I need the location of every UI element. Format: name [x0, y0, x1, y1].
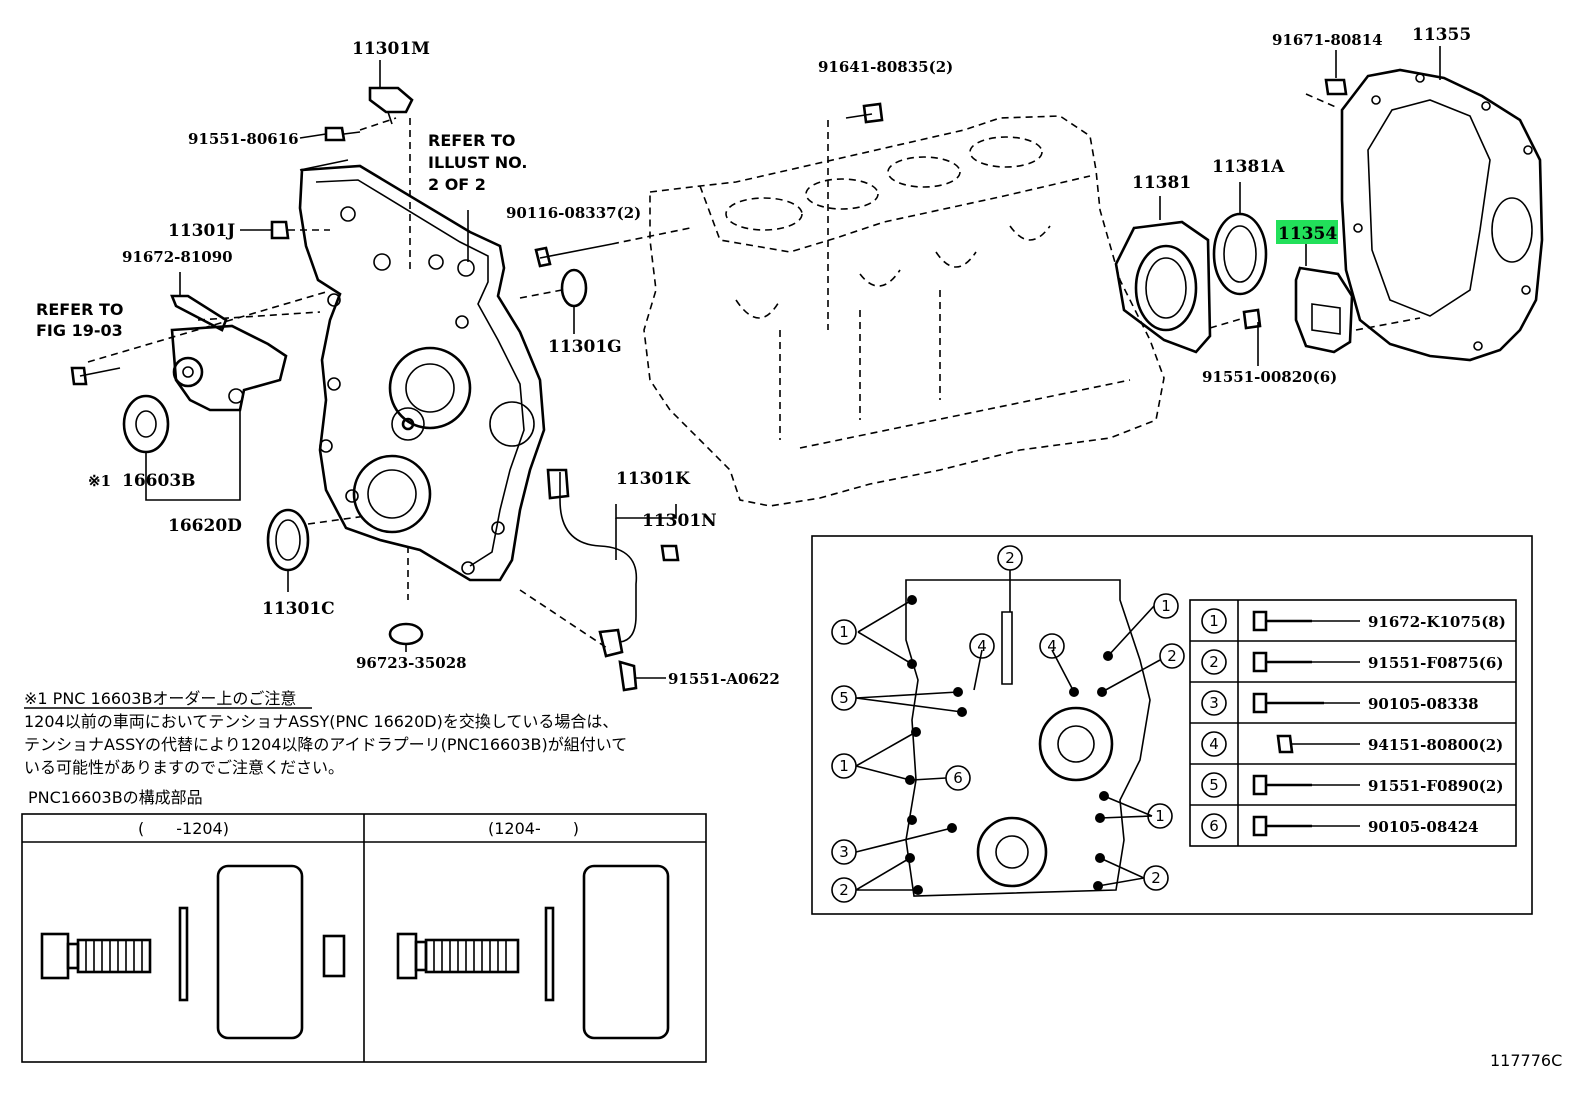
label-11301G[interactable]: 11301G [548, 337, 622, 357]
bolt-legend-row[interactable]: 1 91672-K1075(8) [1201, 608, 1506, 634]
svg-text:3: 3 [1209, 694, 1219, 712]
notice-line1: 1204以前の車両においてテンショナASSY(PNC 16620D)を交換してい… [24, 712, 618, 731]
new-bolt-icon [396, 932, 520, 980]
old-washer-icon [178, 906, 189, 1002]
svg-text:1: 1 [839, 757, 849, 775]
refer-fig-line2: FIG 19-03 [36, 321, 123, 340]
rear-oil-seal-retainer [1114, 182, 1421, 366]
bolt-part-6: 90105-08424 [1368, 818, 1479, 836]
part-labels: 11301M 91551-80616 REFER TO ILLUST NO. 2… [36, 25, 1562, 1070]
svg-text:1: 1 [1161, 597, 1171, 615]
svg-text:1: 1 [839, 623, 849, 641]
components-col2: (1204- ) [488, 819, 579, 838]
label-16620D[interactable]: 16620D [168, 516, 242, 536]
inset-callouts: 1 5 1 3 2 2 4 4 6 1 2 1 2 [831, 545, 1185, 903]
label-11301J[interactable]: 11301J [168, 221, 235, 241]
svg-text:5: 5 [839, 689, 849, 707]
bolt-legend-row[interactable]: 3 90105-08338 [1201, 690, 1479, 716]
svg-text:6: 6 [1209, 817, 1219, 835]
label-91551-A0622[interactable]: 91551-A0622 [668, 670, 780, 688]
svg-text:1: 1 [1209, 612, 1219, 630]
svg-text:2: 2 [1151, 869, 1161, 887]
bolt-legend-table: 1 91672-K1075(8) 2 91551-F0875(6) 3 9010… [1189, 599, 1517, 847]
components-subtitle: PNC16603Bの構成部品 [28, 788, 203, 807]
label-91551-00820[interactable]: 91551-00820(6) [1202, 368, 1337, 386]
timing-chain-cover [298, 159, 546, 600]
svg-text:6: 6 [953, 769, 963, 787]
bolt-legend-row[interactable]: 6 90105-08424 [1201, 813, 1479, 839]
refer-fig-line1: REFER TO [36, 300, 124, 319]
label-11301N[interactable]: 11301N [642, 511, 717, 531]
bolt-location-inset: 1 5 1 3 2 2 4 4 6 1 2 1 2 1 [811, 535, 1533, 915]
svg-text:4: 4 [1209, 735, 1219, 753]
stud-and-crank-sensor [519, 227, 691, 692]
svg-text:4: 4 [977, 637, 987, 655]
label-91551-80616[interactable]: 91551-80616 [188, 130, 299, 148]
svg-text:2: 2 [1167, 647, 1177, 665]
svg-text:1: 1 [1155, 807, 1165, 825]
highlight-11354 [1276, 220, 1338, 244]
bolt-part-2: 91551-F0875(6) [1368, 654, 1503, 672]
label-11381A[interactable]: 11381A [1212, 157, 1285, 177]
bolt-legend-row[interactable]: 5 91551-F0890(2) [1201, 772, 1503, 798]
bolt-part-3: 90105-08338 [1368, 695, 1479, 713]
new-washer-icon [544, 906, 555, 1002]
old-bolt-icon [40, 932, 152, 980]
bolt-part-4: 94151-80800(2) [1368, 736, 1503, 754]
new-pulley-icon [582, 864, 670, 1040]
tensioner-assembly [70, 220, 330, 501]
notice-title: ※1 PNC 16603Bオーダー上のご注意 [24, 689, 296, 708]
label-11355[interactable]: 11355 [1412, 25, 1471, 45]
end-plate [1305, 46, 1544, 362]
label-16603B[interactable]: 16603B [122, 471, 196, 491]
cylinder-block [643, 102, 1165, 507]
label-11301K[interactable]: 11301K [616, 469, 691, 489]
svg-text:2: 2 [1209, 653, 1219, 671]
note-mark: ※1 [88, 472, 111, 490]
svg-text:2: 2 [839, 881, 849, 899]
label-11301C[interactable]: 11301C [262, 599, 335, 619]
components-col1: ( -1204) [138, 819, 229, 838]
refer-illust-line1: REFER TO [428, 131, 516, 150]
label-91671-80814[interactable]: 91671-80814 [1272, 31, 1383, 49]
old-nut-icon [322, 934, 346, 978]
svg-text:4: 4 [1047, 637, 1057, 655]
svg-text:5: 5 [1209, 776, 1219, 794]
label-91641-80835[interactable]: 91641-80835(2) [818, 58, 953, 76]
bolt-legend-row[interactable]: 4 94151-80800(2) [1201, 731, 1503, 757]
label-11354[interactable]: 11354 [1278, 224, 1337, 244]
notice-line3: いる可能性がありますのでご注意ください。 [24, 758, 344, 777]
figure-code: 117776C [1490, 1051, 1562, 1070]
label-90116-08337[interactable]: 90116-08337(2) [506, 204, 641, 222]
order-notice: ※1 PNC 16603Bオーダー上のご注意 1204以前の車両においてテンショ… [24, 689, 627, 807]
svg-text:2: 2 [1005, 549, 1015, 567]
svg-text:3: 3 [839, 843, 849, 861]
bolt-legend-row[interactable]: 2 91551-F0875(6) [1201, 649, 1503, 675]
bolt-part-5: 91551-F0890(2) [1368, 777, 1503, 795]
label-11381[interactable]: 11381 [1132, 173, 1191, 193]
components-table: ( -1204) (1204- ) [21, 813, 707, 1063]
notice-line2: テンショナASSYの代替により1204以降のアイドラプーリ(PNC16603B)… [24, 735, 627, 754]
refer-illust-line2: ILLUST NO. [428, 153, 528, 172]
refer-illust-line3: 2 OF 2 [428, 175, 486, 194]
front-seals [266, 268, 588, 652]
label-91672-81090[interactable]: 91672-81090 [122, 248, 233, 266]
label-11301M[interactable]: 11301M [352, 39, 430, 59]
bolt-part-1: 91672-K1075(8) [1368, 613, 1506, 631]
label-96723-35028[interactable]: 96723-35028 [356, 654, 467, 672]
old-pulley-icon [216, 864, 304, 1040]
